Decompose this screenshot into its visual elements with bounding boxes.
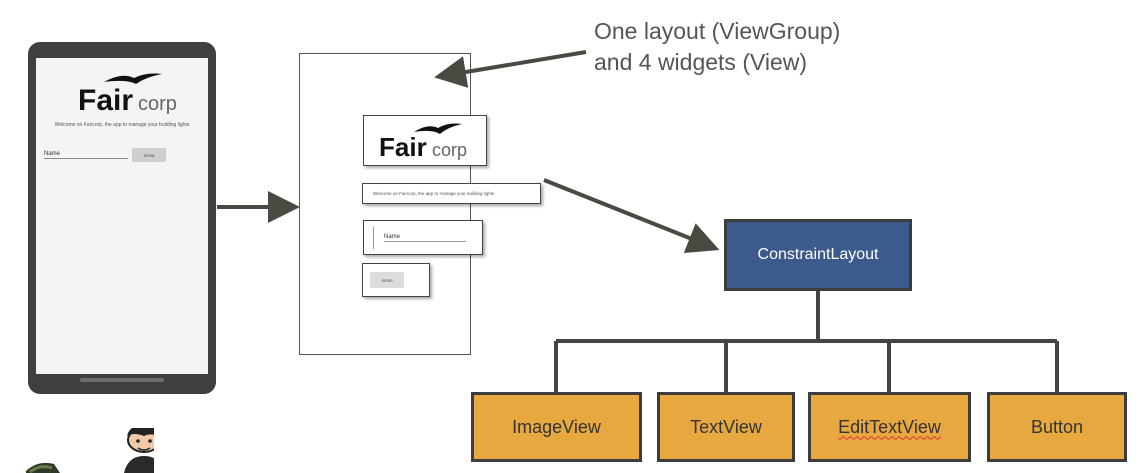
tree-lines (554, 291, 1059, 392)
edit-cursor-bar (373, 227, 374, 249)
phone-send-button[interactable]: SEND (132, 148, 166, 162)
bird-icon (104, 73, 162, 84)
textview-node: TextView (657, 392, 795, 462)
preview-name-input[interactable]: Name (384, 234, 466, 242)
caption-line-2: and 4 widgets (View) (594, 49, 808, 75)
imageview-node: ImageView (471, 392, 642, 462)
caption-line-1: One layout (ViewGroup) (594, 18, 841, 44)
bird-icon (414, 123, 462, 134)
caption-text: One layout (ViewGroup) and 4 widgets (Vi… (594, 16, 840, 78)
preview-faircorp-logo: Fair corp (379, 123, 467, 162)
phone-screen (36, 58, 208, 374)
preview-send-button[interactable]: SEND (370, 272, 404, 288)
edittextview-label: EditTextView (838, 416, 941, 437)
svg-text:Fair: Fair (78, 84, 133, 116)
cartoon-character-illustration (26, 428, 154, 473)
svg-text:corp: corp (432, 140, 467, 160)
button-node: Button (987, 392, 1127, 462)
svg-text:corp: corp (138, 93, 177, 115)
constraintlayout-node: ConstraintLayout (724, 219, 912, 291)
edittextview-node: EditTextView (808, 392, 971, 462)
phone-welcome-text: Welcome on Faircorp, the app to manage y… (54, 122, 190, 128)
edittext-card: Name (363, 220, 483, 255)
button-card: SEND (362, 263, 430, 297)
phone-faircorp-logo: Fair corp (78, 73, 177, 116)
phone-home-bar (80, 378, 164, 382)
imageview-card: Fair corp (363, 115, 487, 166)
textview-card: Welcome on Faircorp, the app to manage y… (362, 183, 541, 204)
layout-frame (299, 53, 471, 355)
phone-name-input[interactable]: Name (44, 151, 128, 159)
svg-text:Fair: Fair (379, 132, 427, 162)
textview-to-tree-arrow (543, 178, 720, 253)
